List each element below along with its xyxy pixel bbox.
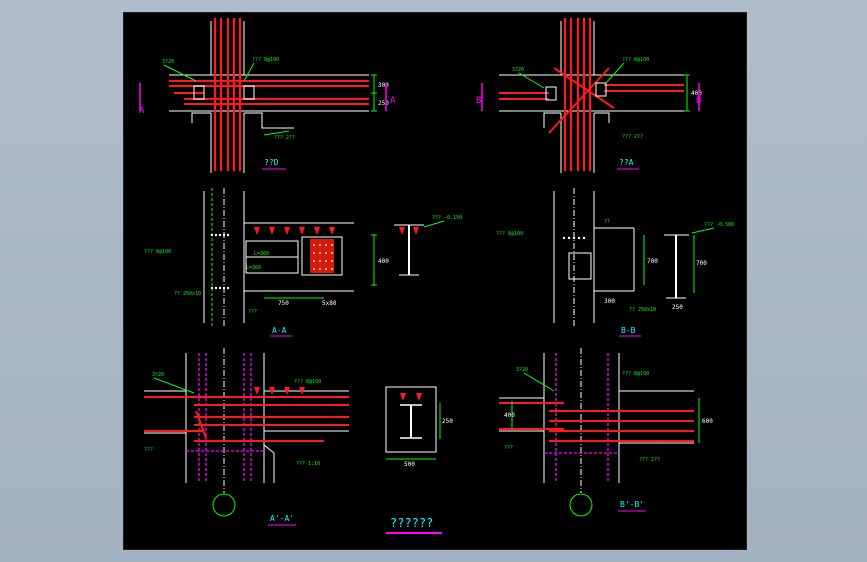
dim-bb-side: 700 xyxy=(696,260,707,267)
dim-250: 250 xyxy=(378,100,389,107)
note-aa-2: ?? 250x10 xyxy=(174,291,201,297)
dim-5x80: 5x80 xyxy=(322,300,337,307)
detail-top-left: 300 250 A A 3?20 ??? 8@100 ??? 2?? ??D xyxy=(139,18,396,173)
dim-ib-side: 250 xyxy=(442,418,453,425)
note-rebar-tr1: 3?20 xyxy=(512,67,524,73)
note-ap-3: ??? xyxy=(144,447,153,453)
dim-300: 300 xyxy=(378,82,389,89)
note-aa-3: ??? xyxy=(248,309,257,315)
dim-ib-500: 500 xyxy=(404,461,415,468)
section-b-b: 700 300 700 250 ??? -0.500 ??? 8@100 ?? … xyxy=(496,188,734,337)
dim-bb-300: 300 xyxy=(604,298,615,305)
section-title-top-right: ??A xyxy=(619,158,634,167)
dim-400: 400 xyxy=(691,90,702,97)
note-rebar-tl2: ??? 8@100 xyxy=(252,57,279,63)
section-title-b-prime: B'-B' xyxy=(620,500,644,509)
cut-mark-b-left: B xyxy=(476,96,481,106)
note-elev-150: ??? -0.150 xyxy=(432,215,462,221)
section-title-a-a: A-A xyxy=(272,326,287,335)
note-rebar-tr3: ??? 2?? xyxy=(622,134,643,140)
note-bp-2: ??? 8@100 xyxy=(622,371,649,377)
drawing-title: ?????? xyxy=(390,516,433,530)
cut-mark-b-right: B xyxy=(696,96,701,106)
note-bp-1: 3?20 xyxy=(516,367,528,373)
note-ap-4: ??? 1:10 xyxy=(296,461,320,467)
section-b-prime: 600 400 3?20 ??? 8@100 ??? ??? 2?? B'-B' xyxy=(499,348,713,517)
note-aa-1: ??? 8@100 xyxy=(144,249,171,255)
drawing-sheet[interactable]: 300 250 A A 3?20 ??? 8@100 ??? 2?? ??D xyxy=(123,12,747,550)
drawing-canvas: 300 250 A A 3?20 ??? 8@100 ??? 2?? ??D xyxy=(139,18,734,534)
note-rebar-tl3: ??? 2?? xyxy=(274,135,295,141)
dim-bp-600: 600 xyxy=(702,418,713,425)
dim-aa-400: 400 xyxy=(378,258,389,265)
dim-bb-250: 250 xyxy=(672,304,683,311)
section-title-top-left: ??D xyxy=(264,158,279,167)
note-rebar-tl1: 3?20 xyxy=(162,59,174,65)
dim-bb-700: 700 xyxy=(647,258,658,265)
note-bb-1: ??? 8@100 xyxy=(496,231,523,237)
note-bb-2: ?? xyxy=(604,219,610,225)
dim-bp-left: 400 xyxy=(504,412,515,419)
note-ap-1: 3?20 xyxy=(152,372,164,378)
detail-i-beam: 250 500 xyxy=(385,386,453,468)
dim-750: 750 xyxy=(278,300,289,307)
note-aa-5: L=300 xyxy=(254,251,269,257)
cut-mark-a-right: A xyxy=(390,96,396,106)
note-bp-4: ??? 2?? xyxy=(639,457,660,463)
detail-top-right: 400 B B 3?20 ??? 8@100 ??? 2?? ??A xyxy=(476,18,702,173)
note-bb-3: ?? 250x10 xyxy=(629,307,656,313)
section-title-a-prime: A'-A' xyxy=(270,514,294,523)
note-bp-3: ??? xyxy=(504,445,513,451)
section-a-a: 400 750 5x80 ??? -0.150 ??? 8@100 ?? 250… xyxy=(144,188,462,337)
note-aa-4: L=360 xyxy=(246,265,261,271)
note-elev-500: ??? -0.500 xyxy=(704,222,734,228)
cut-mark-a-left: A xyxy=(139,106,145,116)
note-rebar-tr2: ??? 8@100 xyxy=(622,57,649,63)
note-ap-2: ??? 8@100 xyxy=(294,379,321,385)
section-title-b-b: B-B xyxy=(621,326,636,335)
section-a-prime: 3?20 ??? 8@100 ??? ??? 1:10 A'-A' xyxy=(144,348,349,526)
